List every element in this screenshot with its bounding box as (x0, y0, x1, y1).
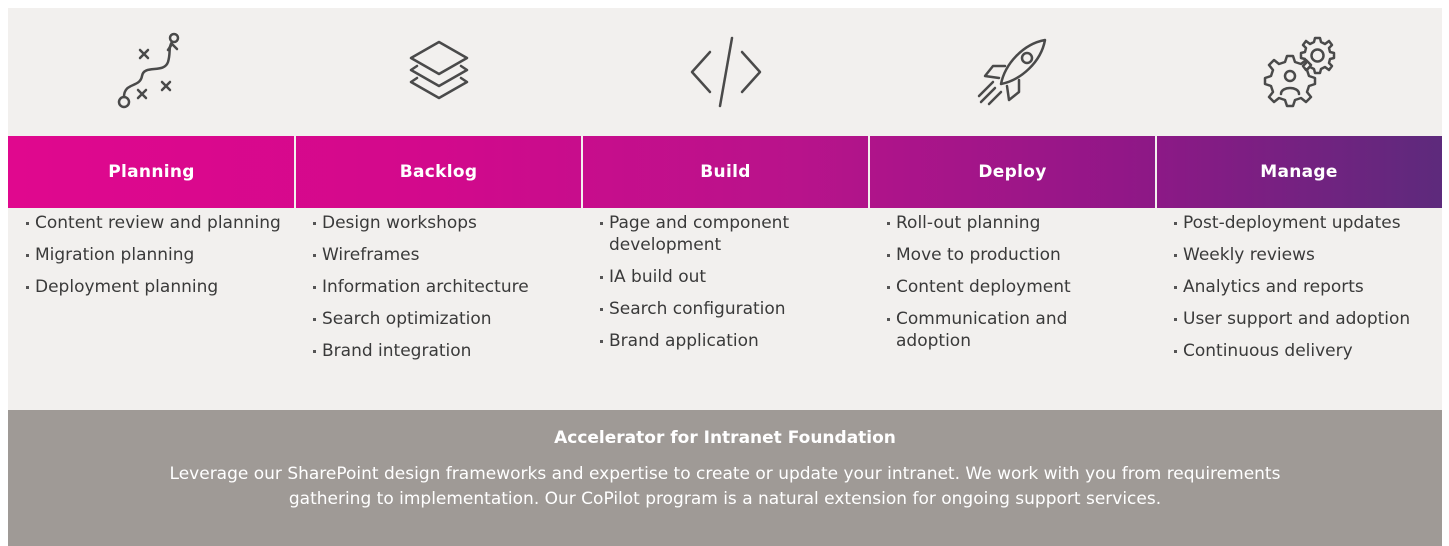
list-item: Weekly reviews (1174, 244, 1442, 266)
list-item: Content deployment (887, 276, 1147, 298)
deploy-column: Roll-out planning Move to production Con… (887, 212, 1147, 362)
list-item: Brand application (600, 330, 862, 352)
build-list: Page and component development IA build … (600, 212, 862, 352)
list-item: Design workshops (313, 212, 581, 234)
planning-column: Content review and planning Migration pl… (26, 212, 288, 308)
list-item: Wireframes (313, 244, 581, 266)
list-item: Page and component development (600, 212, 862, 256)
phase-title-planning: Planning (108, 162, 195, 182)
build-column: Page and component development IA build … (600, 212, 862, 362)
footer-panel: Accelerator for Intranet Foundation Leve… (8, 410, 1442, 546)
phase-divider (294, 136, 296, 208)
roadmap-icon (8, 8, 295, 136)
list-item: Information architecture (313, 276, 581, 298)
list-item: Continuous delivery (1174, 340, 1442, 362)
phase-title-manage: Manage (1260, 162, 1338, 182)
backlog-column: Design workshops Wireframes Information … (313, 212, 581, 372)
footer-title: Accelerator for Intranet Foundation (554, 428, 896, 448)
list-item: Communication and adoption (887, 308, 1147, 352)
layers-icon (295, 8, 582, 136)
manage-column: Post-deployment updates Weekly reviews A… (1174, 212, 1442, 372)
phase-title-build: Build (700, 162, 751, 182)
list-item: Search optimization (313, 308, 581, 330)
code-icon (582, 8, 869, 136)
list-item: Migration planning (26, 244, 288, 266)
phase-bar: Planning Backlog Build Deploy Manage (8, 136, 1442, 208)
manage-list: Post-deployment updates Weekly reviews A… (1174, 212, 1442, 362)
list-item: Search configuration (600, 298, 862, 320)
list-item: Roll-out planning (887, 212, 1147, 234)
rocket-icon (869, 8, 1156, 136)
phase-divider (868, 136, 870, 208)
process-diagram: Planning Backlog Build Deploy Manage Con… (8, 8, 1442, 546)
phase-title-deploy: Deploy (978, 162, 1047, 182)
gears-person-icon (1156, 8, 1442, 136)
list-item: User support and adoption (1174, 308, 1442, 330)
icon-row (8, 8, 1442, 136)
list-item: Brand integration (313, 340, 581, 362)
list-item: Analytics and reports (1174, 276, 1442, 298)
list-item: Post-deployment updates (1174, 212, 1442, 234)
phase-divider (581, 136, 583, 208)
planning-list: Content review and planning Migration pl… (26, 212, 288, 298)
list-item: IA build out (600, 266, 862, 288)
phase-divider (1155, 136, 1157, 208)
footer-description: Leverage our SharePoint design framework… (169, 464, 1281, 509)
backlog-list: Design workshops Wireframes Information … (313, 212, 581, 362)
list-item: Content review and planning (26, 212, 288, 234)
list-item: Move to production (887, 244, 1147, 266)
list-item: Deployment planning (26, 276, 288, 298)
deploy-list: Roll-out planning Move to production Con… (887, 212, 1147, 352)
phase-title-backlog: Backlog (399, 162, 478, 182)
